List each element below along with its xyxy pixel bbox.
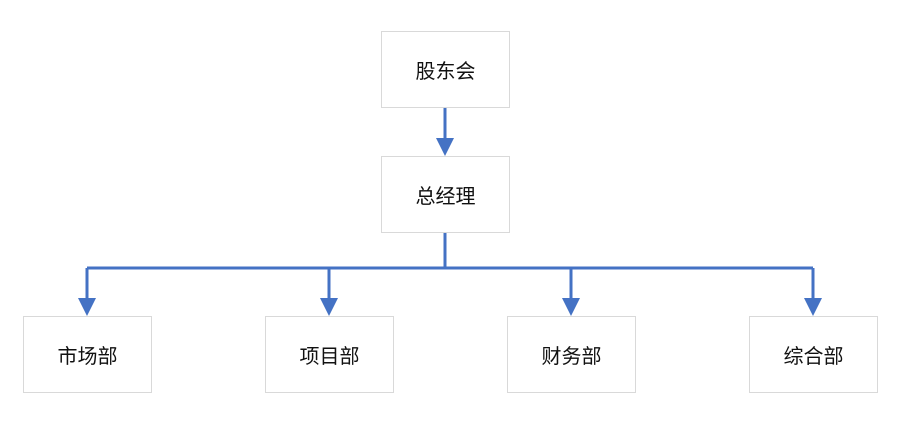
node-label: 综合部: [783, 344, 844, 368]
arrowhead-dept-1: [320, 298, 338, 316]
node-label: 总经理: [415, 184, 476, 208]
node-label: 财务部: [541, 344, 602, 368]
node-label: 项目部: [299, 344, 360, 368]
node-general-manager: 总经理: [381, 156, 510, 233]
node-label: 市场部: [57, 344, 118, 368]
node-department-general-affairs: 综合部: [749, 316, 878, 393]
node-department-marketing: 市场部: [23, 316, 152, 393]
node-shareholders-meeting: 股东会: [381, 31, 510, 108]
node-department-projects: 项目部: [265, 316, 394, 393]
arrowhead-dept-3: [804, 298, 822, 316]
arrowhead-dept-2: [562, 298, 580, 316]
arrowhead-manager: [436, 138, 454, 156]
node-label: 股东会: [415, 59, 476, 83]
node-department-finance: 财务部: [507, 316, 636, 393]
arrowhead-dept-0: [78, 298, 96, 316]
